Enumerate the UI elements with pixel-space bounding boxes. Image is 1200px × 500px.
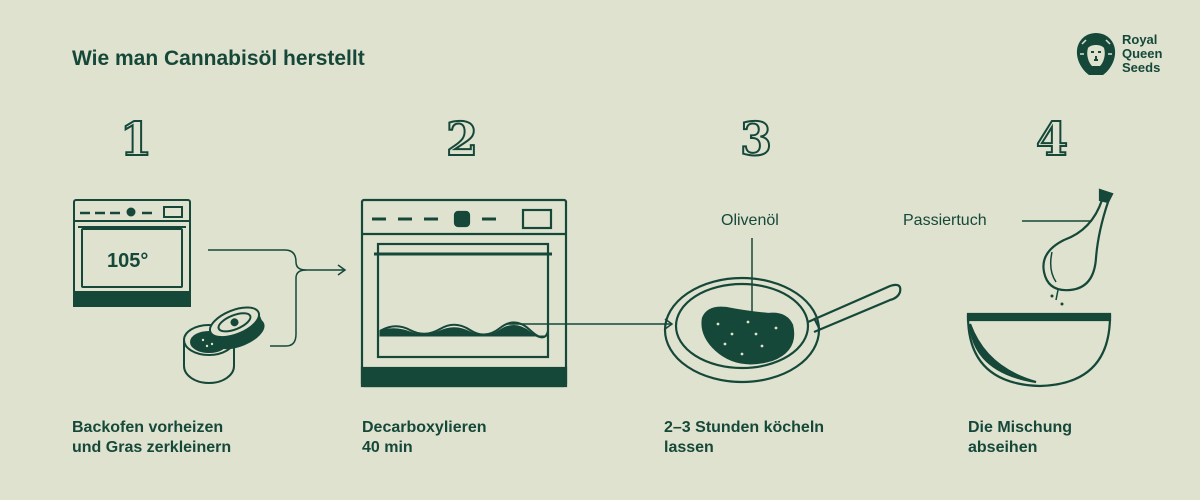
- oven-temperature: 105°: [107, 250, 149, 272]
- connector-arrow: [208, 249, 347, 347]
- brand-logo: Royal Queen Seeds: [1074, 30, 1194, 80]
- grinder-icon: [183, 306, 265, 384]
- connector-arrow: [506, 318, 674, 330]
- step-caption-1: Backofen vorheizen und Gras zerkleinern: [72, 419, 232, 456]
- lion-icon: [1076, 33, 1116, 75]
- small-oven-icon: [73, 199, 191, 307]
- step-number-3: 3: [739, 111, 773, 167]
- logo-text: Royal Queen Seeds: [1122, 32, 1163, 75]
- frying-pan-icon: [663, 238, 902, 384]
- olive-oil-label: Olivenöl: [721, 212, 779, 229]
- step-number-4: 4: [1035, 111, 1069, 167]
- step-caption-2: Decarboxylieren 40 min: [362, 419, 487, 456]
- step-number-2: 2: [445, 111, 479, 167]
- step-number-1: 1: [119, 111, 153, 167]
- strainer-cloth-label: Passiertuch: [903, 212, 987, 229]
- step-caption-4: Die Mischung abseihen: [968, 419, 1073, 456]
- page-title: Wie man Cannabisöl herstellt: [72, 47, 365, 70]
- oven-icon: [360, 198, 568, 388]
- bowl-icon: [966, 312, 1112, 388]
- step-caption-3: 2–3 Stunden köcheln lassen: [664, 419, 825, 456]
- strainer-cloth-icon: [1022, 188, 1114, 306]
